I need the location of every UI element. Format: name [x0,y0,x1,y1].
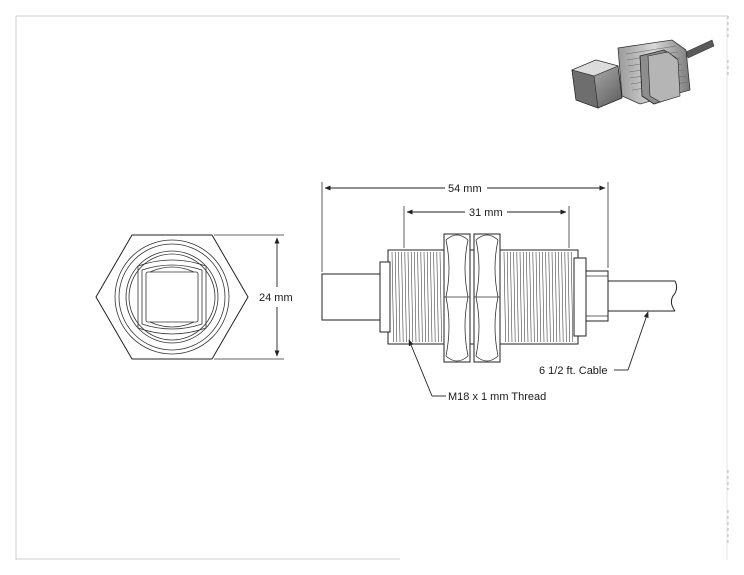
thread-line [538,251,542,343]
thread-line [526,251,529,343]
thread-line [522,251,526,343]
dimension-thread-length: 31 mm [403,206,570,248]
callout-label-cable: 6 1/2 ft. Cable [539,365,608,377]
thread-line [551,251,554,343]
thread-line [503,251,506,343]
thread-line [417,251,420,343]
thread-line [535,251,538,343]
hex-nut-left [443,233,471,363]
thread-line [529,251,532,343]
thread-line [420,251,423,343]
dimension-label-thread-length: 31 mm [469,207,503,219]
thread-line [516,251,519,343]
thread-line [554,251,558,343]
thread-line [532,251,535,343]
sheet-border [15,15,729,560]
thread-line [510,251,513,343]
thread-line [391,251,394,343]
thread-line [570,251,574,343]
sensor-3d-thumbnail [571,39,715,109]
thread-line [404,251,407,343]
thread-line [561,251,564,343]
thread-line [567,251,570,343]
callout-thread: M18 x 1 mm Thread [408,339,546,403]
dimension-label-overall-length: 54 mm [448,183,482,195]
thread-line [513,251,516,343]
thread-line [436,251,439,343]
cable-outline [608,280,678,312]
thread-line [558,251,561,343]
thread-line [407,251,410,343]
thread-line [401,251,404,343]
thread-line [423,251,426,343]
dimension-label-across-flats: 24 mm [259,292,293,304]
thread-line [439,251,442,343]
callout-cable: 6 1/2 ft. Cable [539,311,649,377]
thread-line [506,251,510,343]
thread-line [564,251,567,343]
thread-line [426,251,430,343]
thread-line [548,251,551,343]
front-view-hex [95,234,249,360]
dimension-across-flats: 24 mm [214,234,293,360]
side-view-sensor [321,233,678,363]
thread-line [433,251,436,343]
hex-nut-right [473,233,501,363]
thread-line [394,251,398,343]
thread-line [430,251,433,343]
thread-line [398,251,401,343]
thread-line [545,251,548,343]
dimension-overall-length: 54 mm [321,182,609,272]
thread-line [414,251,417,343]
thread-lines [391,251,574,343]
thread-line [519,251,522,343]
thread-line [542,251,545,343]
thread-line [410,251,414,343]
callout-label-thread: M18 x 1 mm Thread [448,391,546,403]
